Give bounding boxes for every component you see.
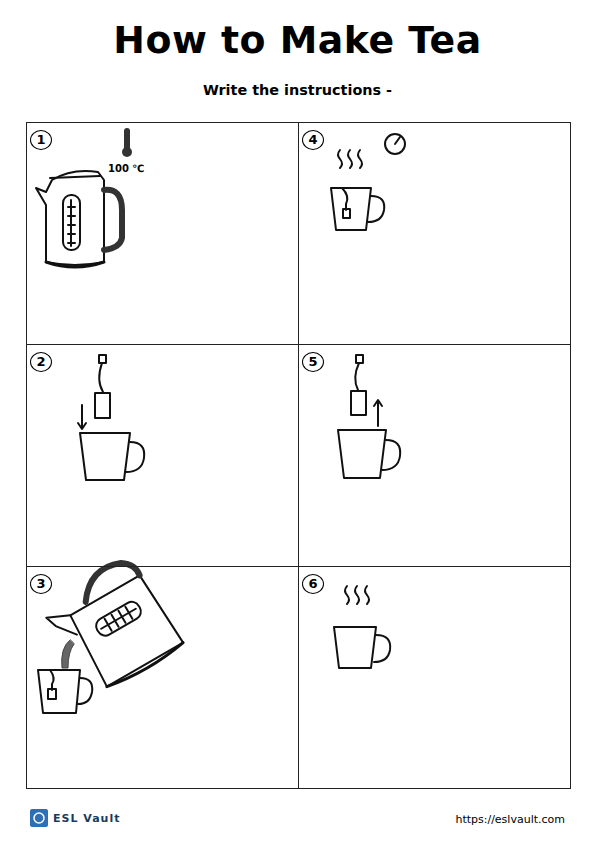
steaming-cup bbox=[334, 586, 390, 668]
step-number: 6 bbox=[302, 574, 324, 594]
logo bbox=[30, 809, 48, 827]
thermometer bbox=[122, 128, 132, 157]
step-panel: 5 bbox=[298, 344, 571, 567]
cup-with-tea-bag bbox=[331, 188, 384, 230]
step-panel: 2 bbox=[26, 344, 299, 567]
steam bbox=[338, 150, 362, 168]
page-title: How to Make Tea bbox=[0, 18, 595, 62]
step-number: 2 bbox=[30, 352, 52, 372]
timer bbox=[385, 134, 405, 154]
step-panel: 3 bbox=[26, 566, 299, 789]
tea-bag-in bbox=[78, 355, 144, 480]
step-number: 4 bbox=[302, 130, 324, 150]
kettle bbox=[36, 171, 122, 267]
step-number: 5 bbox=[302, 352, 324, 372]
website-url: https://eslvault.com bbox=[455, 813, 565, 826]
step-panel: 1 bbox=[26, 122, 299, 345]
step-panel: 6 bbox=[298, 566, 571, 789]
tea-bag-out bbox=[338, 355, 400, 478]
step-number: 3 bbox=[30, 574, 52, 594]
step-panel: 4 bbox=[298, 122, 571, 345]
step-number: 1 bbox=[30, 130, 52, 150]
temperature-label: 100 ℃ bbox=[108, 163, 144, 174]
pouring-kettle bbox=[38, 553, 185, 713]
brand-name: ESL Vault bbox=[53, 812, 120, 825]
subtitle: Write the instructions - bbox=[0, 82, 595, 98]
